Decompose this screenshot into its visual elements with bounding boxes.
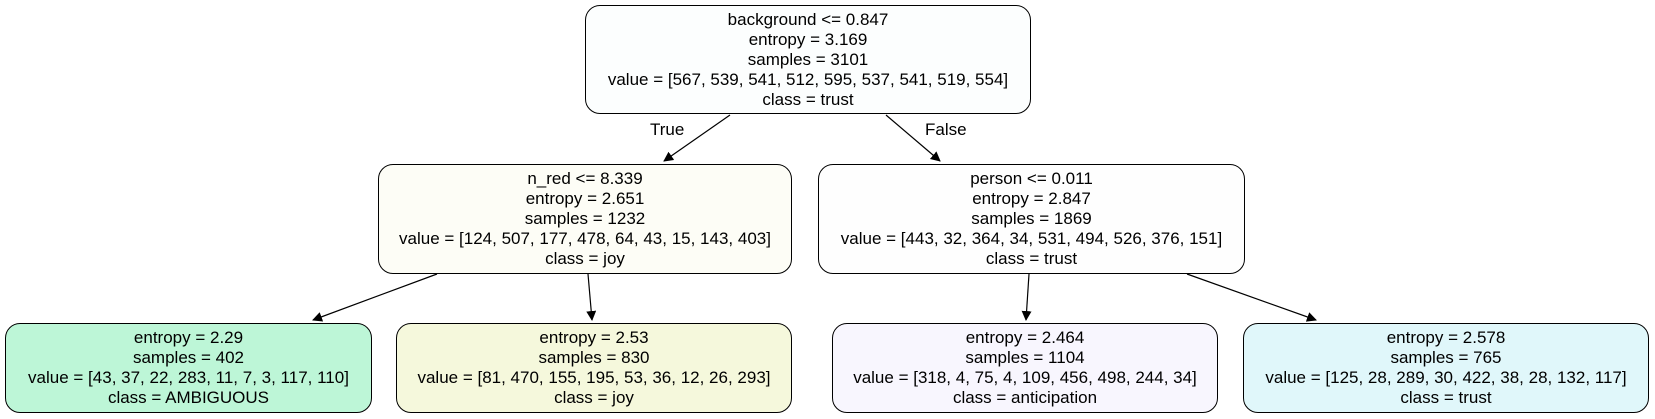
node-entropy: entropy = 2.578 — [1386, 328, 1506, 347]
tree-node-left: n_red <= 8.339 entropy = 2.651 samples =… — [378, 164, 792, 274]
tree-leaf-left-right: entropy = 2.53 samples = 830 value = [81… — [396, 323, 792, 413]
node-class: class = joy — [545, 249, 625, 268]
node-value: value = [443, 32, 364, 34, 531, 494, 526… — [840, 229, 1223, 248]
tree-leaf-right-right: entropy = 2.578 samples = 765 value = [1… — [1243, 323, 1649, 413]
edge-label-false: False — [925, 120, 967, 139]
edge-right-rightright — [1186, 273, 1317, 322]
node-class: class = AMBIGUOUS — [107, 388, 270, 407]
node-split: n_red <= 8.339 — [527, 169, 643, 188]
node-samples: samples = 1869 — [971, 209, 1092, 228]
edge-label-true: True — [650, 120, 685, 139]
node-value: value = [124, 507, 177, 478, 64, 43, 15,… — [399, 229, 771, 248]
node-entropy: entropy = 2.29 — [133, 328, 244, 347]
node-samples: samples = 1232 — [524, 209, 646, 228]
node-entropy: entropy = 3.169 — [748, 29, 868, 49]
tree-leaf-left-left: entropy = 2.29 samples = 402 value = [43… — [5, 323, 372, 413]
edge-right-rightleft — [1021, 273, 1032, 321]
edge-root-right — [885, 114, 941, 162]
edge-left-leftleft — [312, 273, 438, 322]
node-entropy: entropy = 2.53 — [539, 328, 649, 347]
edge-root-left — [663, 114, 731, 162]
edge-left-leftright — [586, 273, 597, 321]
node-value: value = [43, 37, 22, 283, 11, 7, 3, 117,… — [28, 368, 349, 387]
node-class: class = trust — [985, 249, 1078, 268]
node-samples: samples = 1104 — [965, 348, 1085, 367]
node-class: class = trust — [762, 89, 854, 109]
node-entropy: entropy = 2.651 — [525, 189, 645, 208]
tree-node-right: person <= 0.011 entropy = 2.847 samples … — [818, 164, 1245, 274]
tree-node-root: background <= 0.847 entropy = 3.169 samp… — [585, 5, 1031, 114]
node-class: class = anticipation — [952, 388, 1098, 407]
node-samples: samples = 3101 — [747, 49, 869, 69]
node-split: background <= 0.847 — [727, 9, 889, 29]
node-value: value = [567, 539, 541, 512, 595, 537, 5… — [607, 69, 1009, 89]
node-samples: samples = 402 — [132, 348, 245, 367]
node-samples: samples = 765 — [1390, 348, 1502, 367]
node-entropy: entropy = 2.464 — [965, 328, 1085, 347]
node-value: value = [125, 28, 289, 30, 422, 38, 28, … — [1265, 368, 1627, 387]
node-value: value = [318, 4, 75, 4, 109, 456, 498, 2… — [853, 368, 1197, 387]
node-class: class = joy — [554, 388, 634, 407]
node-samples: samples = 830 — [538, 348, 650, 367]
node-split: person <= 0.011 — [970, 169, 1093, 188]
node-class: class = trust — [1400, 388, 1492, 407]
tree-leaf-right-left: entropy = 2.464 samples = 1104 value = [… — [832, 323, 1218, 413]
node-value: value = [81, 470, 155, 195, 53, 36, 12, … — [417, 368, 771, 387]
node-entropy: entropy = 2.847 — [972, 189, 1091, 208]
